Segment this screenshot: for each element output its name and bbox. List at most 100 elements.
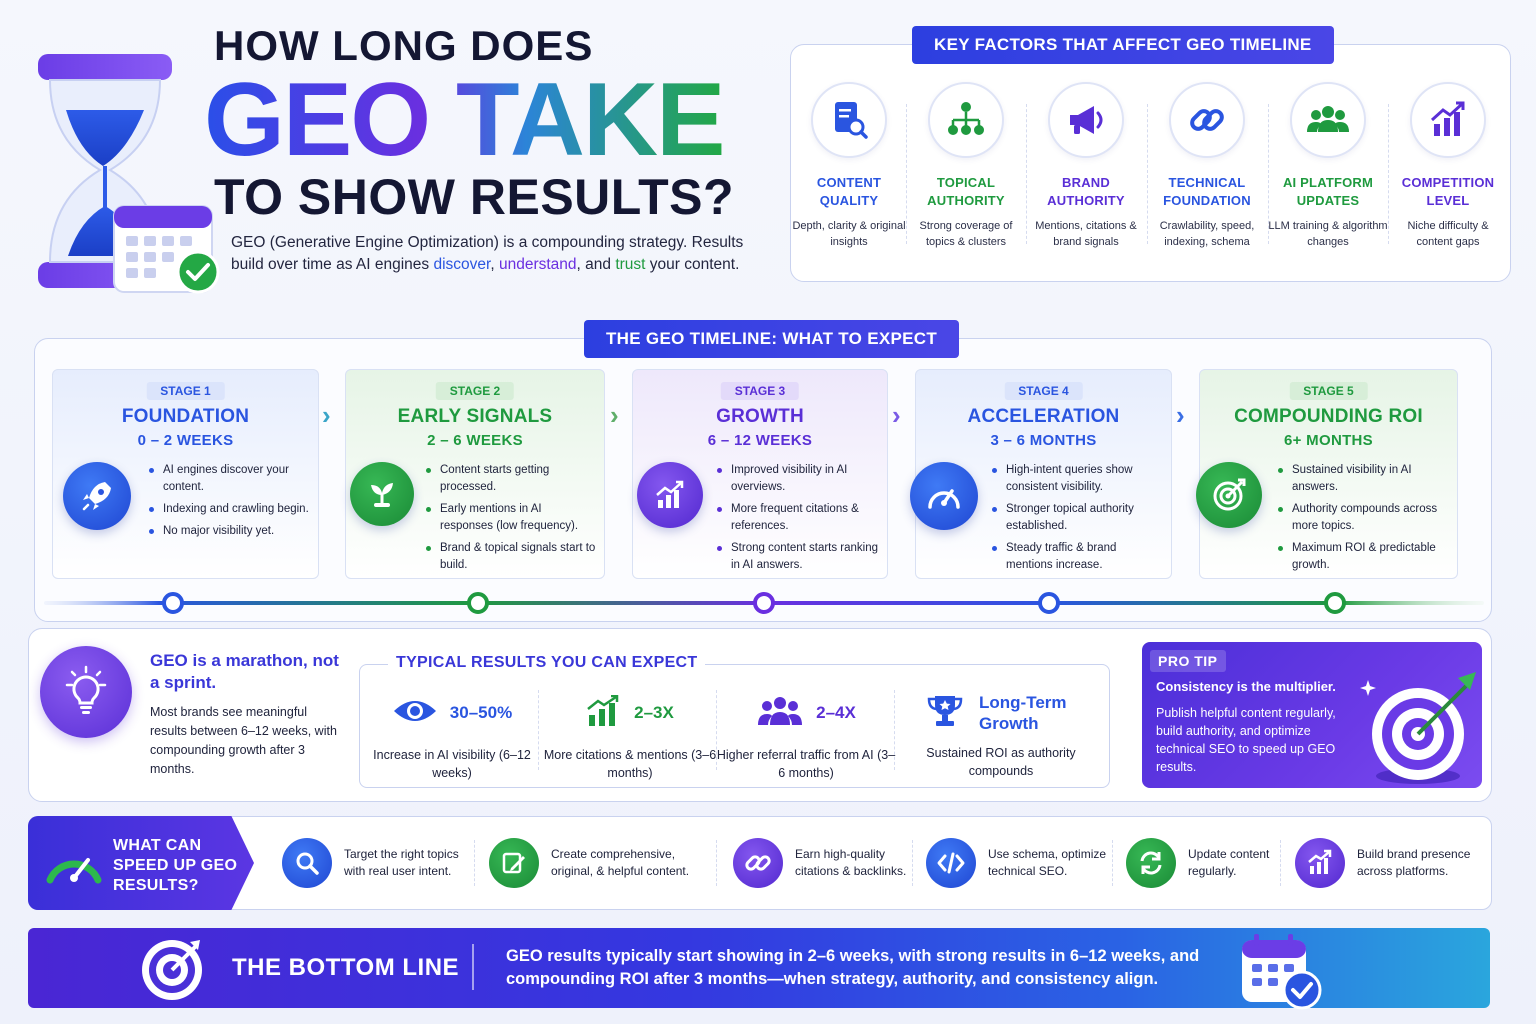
stage-bullets: Content starts getting processed. Early … [426,462,596,579]
stage-2-card: STAGE 2 EARLY SIGNALS 2 – 6 WEEKS Conten… [345,369,605,579]
bullseye-arrow-icon [1360,672,1476,784]
bottom-line-text: GEO results typically start showing in 2… [506,947,1200,988]
sprout-icon [350,462,414,526]
users-icon [1290,82,1366,158]
search-icon [282,838,332,888]
key-factors-title: KEY FACTORS THAT AFFECT GEO TIMELINE [912,26,1334,64]
pro-tip-card: PRO TIP Consistency is the multiplier. P… [1142,642,1482,788]
stage-bullets: AI engines discover your content. Indexi… [149,462,310,545]
lightbulb-icon [40,646,132,738]
hourglass-calendar-icon [38,54,220,294]
chevron-right-icon: › [1176,400,1185,430]
word-discover: discover [433,256,491,273]
chevron-right-icon: › [610,400,619,430]
marathon-title: GEO is a marathon, not a sprint. [150,651,339,692]
divider [716,840,717,886]
tip-schema-seo: Use schema, optimize technical SEO. [926,838,1114,888]
stage-title: EARLY SIGNALS [397,406,553,427]
timeline-node [1324,592,1346,614]
tip-earn-citations: Earn high-quality citations & backlinks. [733,838,919,888]
stage-bullets: Sustained visibility in AI answers. Auth… [1278,462,1449,579]
chevron-right-icon: › [322,400,331,430]
rocket-icon [63,462,131,530]
bar-chart-icon [586,694,622,732]
stage-badge: STAGE 4 [1004,382,1083,400]
headline-geo-take: GEO TAKE [204,62,725,178]
stage-duration: 0 – 2 WEEKS [137,432,234,449]
divider [474,840,475,886]
factor-technical-foundation: TECHNICAL FOUNDATION Crawlability, speed… [1147,82,1267,250]
divider [538,690,539,770]
typical-results-title: TYPICAL RESULTS YOU CAN EXPECT [388,654,706,672]
factor-ai-platform-updates: AI PLATFORM UPDATES LLM training & algor… [1268,82,1388,250]
stage-4-card: STAGE 4 ACCELERATION 3 – 6 MONTHS High-i… [910,369,1172,579]
result-long-term-growth: Long-Term Growth Sustained ROI as author… [925,693,1076,778]
target-icon [142,940,202,1000]
tip-brand-presence: Build brand presence across platforms. [1295,838,1487,888]
divider [912,840,913,886]
eye-icon [392,697,438,730]
divider [1268,104,1269,244]
tip-target-topics: Target the right topics with real user i… [282,838,474,888]
megaphone-icon [1048,82,1124,158]
timeline-node [467,592,489,614]
factor-competition-level: COMPETITION LEVEL Niche difficulty & con… [1388,82,1508,250]
result-ai-visibility: 30–50% Increase in AI visibility (6–12 w… [362,694,542,782]
tip-create-content: Create comprehensive, original, & helpfu… [489,838,701,888]
result-referral-traffic: 2–4X Higher referral traffic from AI (3–… [716,694,896,782]
timeline-title: THE GEO TIMELINE: WHAT TO EXPECT [584,320,960,358]
tip-update-content: Update content regularly. [1126,838,1298,888]
growth-chart-icon [637,462,703,528]
timeline-node [1038,592,1060,614]
factor-topical-authority: TOPICAL AUTHORITY Strong coverage of top… [906,82,1026,250]
stage-title: GROWTH [716,406,804,427]
factor-brand-authority: BRAND AUTHORITY Mentions, citations & br… [1026,82,1146,250]
trophy-icon [925,693,965,734]
stage-bullets: Improved visibility in AI overviews. Mor… [717,462,879,579]
stage-badge: STAGE 5 [1289,382,1368,400]
stage-badge: STAGE 1 [146,382,225,400]
result-citations: 2–3X More citations & mentions (3–6 mont… [540,694,720,782]
stage-bullets: High-intent queries show consistent visi… [992,462,1163,579]
stage-badge: STAGE 3 [720,382,800,400]
pro-tip-badge: PRO TIP [1150,650,1226,672]
hierarchy-icon [928,82,1004,158]
chart-up-icon [1410,82,1486,158]
headline-line-1: HOW LONG DOES [214,22,594,69]
typical-results-panel [359,664,1110,788]
word-trust: trust [615,256,646,273]
gauge-icon [46,858,102,884]
speedometer-icon [910,462,978,530]
pro-tip-headline: Consistency is the multiplier. [1156,679,1336,694]
document-search-icon [811,82,887,158]
stage-title: COMPOUNDING ROI [1234,406,1423,427]
stage-duration: 6+ MONTHS [1284,432,1373,449]
users-icon [756,695,804,732]
calendar-check-icon [1242,934,1322,1010]
pencil-icon [489,838,539,888]
link-icon [1169,82,1245,158]
intro-paragraph: GEO (Generative Engine Optimization) is … [231,234,744,273]
stage-duration: 6 – 12 WEEKS [707,432,813,449]
marathon-text: Most brands see meaningful results betwe… [150,705,337,776]
chart-up-icon [1295,838,1345,888]
headline-line-3: TO SHOW RESULTS? [214,169,735,225]
stage-title: FOUNDATION [121,406,250,427]
divider [716,690,717,770]
bottom-line-title: THE BOTTOM LINE [232,954,460,981]
timeline-node [162,592,184,614]
speed-up-title: WHAT CAN SPEED UP GEO RESULTS? [113,837,238,894]
factor-content-quality: CONTENT QUALITY Depth, clarity & origina… [789,82,909,250]
target-icon [1196,462,1262,528]
timeline-progress-line [44,592,1484,614]
stage-5-card: STAGE 5 COMPOUNDING ROI 6+ MONTHS Sustai… [1196,369,1458,579]
chevron-right-icon: › [892,400,901,430]
link-icon [733,838,783,888]
code-icon [926,838,976,888]
stage-duration: 2 – 6 WEEKS [427,432,523,449]
word-understand: understand [498,256,577,273]
divider [1280,840,1281,886]
stage-1-card: STAGE 1 FOUNDATION 0 – 2 WEEKS AI engine… [52,369,319,579]
key-factors-panel [790,44,1511,282]
divider [472,944,474,990]
